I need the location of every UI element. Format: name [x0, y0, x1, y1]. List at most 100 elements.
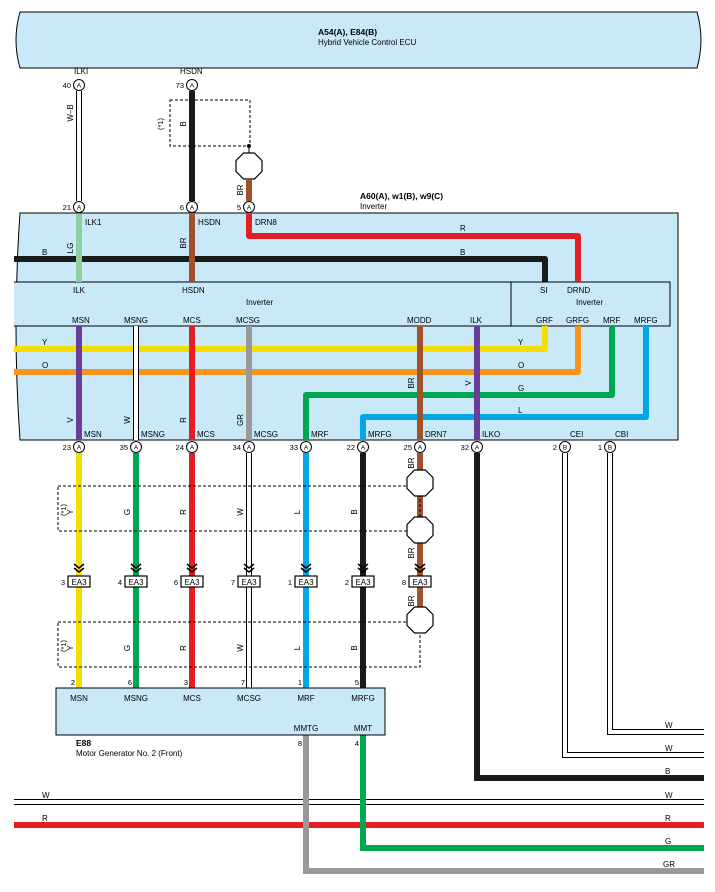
wire-color-label: B	[350, 509, 359, 514]
inverter-top-pin-label: DRN8	[255, 218, 277, 227]
wire-color-label: R	[179, 509, 188, 515]
sig-modd: MODD	[407, 316, 432, 325]
inverter-name: Inverter	[360, 202, 387, 211]
connector-letter: A	[134, 445, 139, 452]
connector-pin-circle	[73, 79, 85, 91]
pin-number: 6	[180, 203, 184, 212]
motor-pin-label: MSN	[70, 694, 88, 703]
junction-box	[408, 575, 432, 588]
inverter-bottom-pin-label: MCSG	[254, 430, 278, 439]
motor-lower-pin-label: MMTG	[294, 724, 318, 733]
wire-color-label: BR	[407, 595, 416, 606]
wire-color-label: Y	[518, 338, 524, 347]
junction-box	[237, 575, 261, 588]
wire-color-label: B	[460, 248, 465, 257]
wire-color-label: L	[518, 406, 523, 415]
wire-color-label: L	[293, 509, 302, 514]
pin-number: 32	[461, 443, 469, 452]
connector-letter: A	[190, 83, 195, 90]
motor-lower-pin-label: MMT	[354, 724, 372, 733]
connector-letter: B	[563, 445, 567, 452]
inverter-inner-label-right: Inverter	[576, 298, 603, 307]
pin-number: 2	[553, 443, 557, 452]
motor-pin-number: 3	[184, 678, 188, 687]
connector-letter: A	[190, 445, 195, 452]
connector-pin-circle	[73, 441, 85, 453]
junction-name: EA3	[241, 578, 257, 587]
connector-letter: B	[608, 445, 612, 452]
wire-color-label: R	[460, 224, 466, 233]
connector-letter: A	[304, 445, 309, 452]
motor-pin-label: MCSG	[237, 694, 261, 703]
wire-color-label: L	[293, 645, 302, 650]
wire-color-label: BR	[407, 457, 416, 468]
junction-box	[351, 575, 375, 588]
sig-mrf: MRF	[603, 316, 620, 325]
wire-color-label: W	[665, 721, 673, 730]
connector-letter: A	[77, 445, 82, 452]
inverter-internal-wires	[14, 214, 649, 440]
bus-hsdn: HSDN	[182, 286, 205, 295]
connector-pin-circle	[414, 441, 426, 453]
connector-pin-circle	[357, 441, 369, 453]
shield-boxes	[57, 485, 421, 668]
connector-pin-circle	[559, 441, 571, 453]
connector-letter: A	[475, 445, 480, 452]
junction-name: EA3	[355, 578, 371, 587]
connector-pin-circle	[130, 441, 142, 453]
sig-mcsg: MCSG	[236, 316, 260, 325]
motor-pin-label: MRFG	[351, 694, 375, 703]
inverter-bottom-pin-label: ILKO	[482, 430, 500, 439]
wire-color-label: B	[179, 121, 188, 126]
wire-color-label: V	[66, 417, 75, 423]
connector-letter: A	[361, 445, 366, 452]
wire-color-label: GR	[663, 860, 675, 869]
motor-pin-number: 2	[71, 678, 75, 687]
connector-letter: A	[418, 445, 423, 452]
inverter-top-pin-label: HSDN	[198, 218, 221, 227]
wire-color-label: W	[123, 416, 132, 424]
sig-mcs: MCS	[183, 316, 201, 325]
wire-color-label: B	[350, 645, 359, 650]
sig-msn: MSN	[72, 316, 90, 325]
motor-pin-label: MSNG	[124, 694, 148, 703]
sig-msng: MSNG	[124, 316, 148, 325]
wire-color-label: O	[518, 361, 524, 370]
pin-number: 1	[598, 443, 602, 452]
bus-si: SI	[540, 286, 548, 295]
connector-pin-circle	[186, 201, 198, 213]
junction-pin-number: 6	[174, 578, 178, 587]
connector-pin-circle	[186, 441, 198, 453]
shield-note: (*1)	[156, 117, 165, 130]
pin-number: 24	[176, 443, 184, 452]
ecu-terminal-hsdn: HSDN	[180, 67, 203, 76]
wire-color-label: R	[42, 814, 48, 823]
wire-color-label: Y	[66, 645, 75, 651]
connector-pin-circle	[73, 201, 85, 213]
junction-pin-number: 1	[288, 578, 292, 587]
wire-color-label: R	[179, 645, 188, 651]
inverter-bottom-pin-label: MSN	[84, 430, 102, 439]
motor-pin-number: 5	[355, 678, 359, 687]
inverter-bottom-pin-label: MRF	[311, 430, 328, 439]
connector-pin-circle	[243, 441, 255, 453]
connector-pin-circle	[300, 441, 312, 453]
ecu-name: Hybrid Vehicle Control ECU	[318, 38, 416, 47]
upper-wires	[76, 91, 252, 201]
inverter-bottom-pin-label: CBI	[615, 430, 628, 439]
wire-color-label: BR	[407, 377, 416, 388]
motor-connector: E88	[76, 738, 91, 748]
junction-pin-number: 2	[345, 578, 349, 587]
junction-box	[180, 575, 204, 588]
junction-name: EA3	[184, 578, 200, 587]
ecu-box: A54(A), E84(B) Hybrid Vehicle Control EC…	[15, 11, 702, 76]
pin-number: 25	[404, 443, 412, 452]
sig-grf: GRF	[536, 316, 553, 325]
wire-color-label: LG	[66, 243, 75, 254]
connector-pin-circle	[471, 441, 483, 453]
wire-color-label: R	[665, 814, 671, 823]
sig-ilk: ILK	[470, 316, 483, 325]
wire-color-label: W	[236, 508, 245, 516]
